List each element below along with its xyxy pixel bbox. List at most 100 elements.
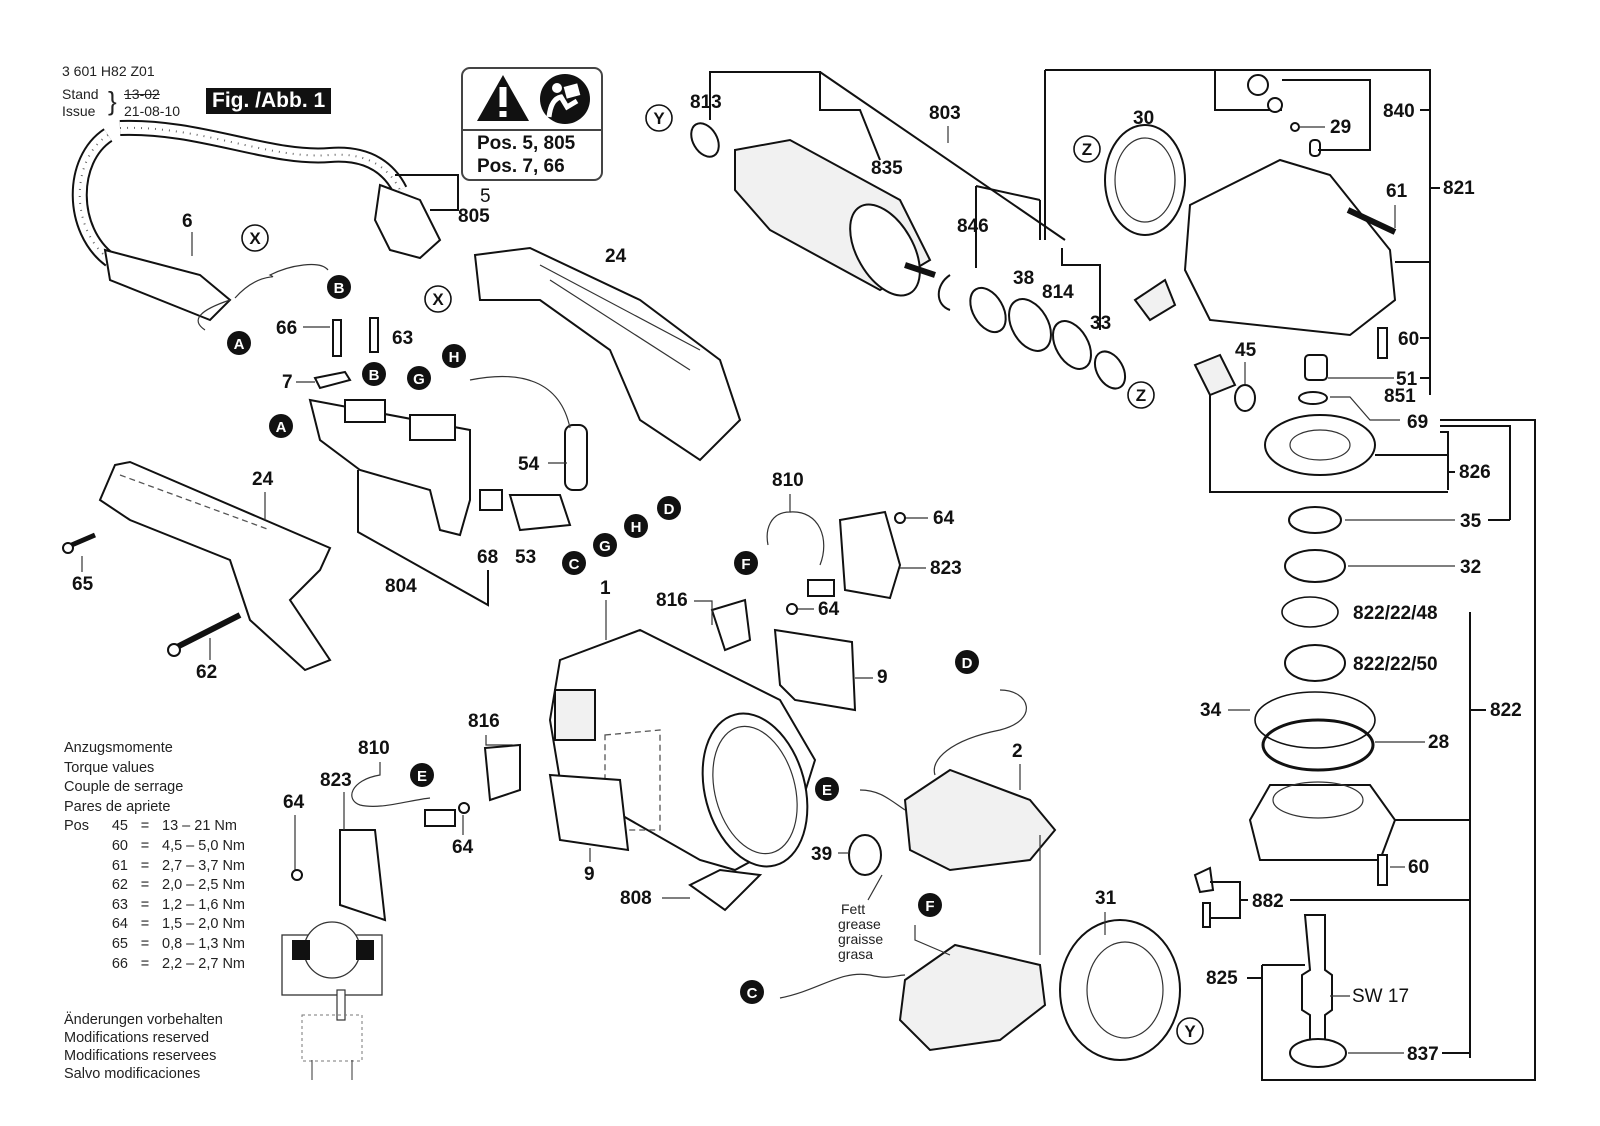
torque-pos: 65 bbox=[111, 935, 128, 952]
label-846: 846 bbox=[957, 216, 989, 237]
svg-text:G: G bbox=[599, 538, 611, 555]
bearing-flange bbox=[1248, 784, 1397, 861]
equals: = bbox=[140, 955, 150, 972]
label-9-bottom: 9 bbox=[584, 864, 595, 885]
handle-lower bbox=[98, 460, 332, 672]
part-number: 3 601 H82 Z01 bbox=[62, 63, 155, 79]
label-814: 814 bbox=[1042, 282, 1074, 303]
label-823-bottom: 823 bbox=[320, 770, 352, 791]
label-823-top: 823 bbox=[930, 558, 962, 579]
label-68: 68 bbox=[477, 547, 498, 568]
sleeve-51 bbox=[1304, 354, 1328, 381]
connector-B-2: B bbox=[362, 362, 386, 386]
lock-pin bbox=[1309, 139, 1321, 157]
connector-X-1: X bbox=[241, 224, 269, 252]
torque-pos: 62 bbox=[111, 877, 128, 894]
warning-icons bbox=[463, 69, 601, 131]
connector-C-1: C bbox=[562, 551, 586, 575]
label-810-bottom: 810 bbox=[358, 738, 390, 759]
grease-note-fr: graisse bbox=[838, 931, 883, 947]
screw-64-top bbox=[894, 512, 906, 524]
label-835: 835 bbox=[871, 158, 903, 179]
label-825: 825 bbox=[1206, 968, 1238, 989]
svg-text:D: D bbox=[664, 501, 675, 518]
grease-note-de: Fett bbox=[841, 901, 865, 917]
brace: } bbox=[108, 86, 117, 116]
label-53: 53 bbox=[515, 547, 536, 568]
label-851: 851 bbox=[1384, 386, 1416, 407]
equals: = bbox=[140, 896, 150, 913]
connector-D-1: D bbox=[657, 496, 681, 520]
screw-64-bottom bbox=[458, 802, 470, 814]
label-64-bottom: 64 bbox=[452, 837, 474, 858]
label-816-bottom: 816 bbox=[468, 711, 500, 732]
label-6: 6 bbox=[182, 211, 193, 232]
warning-pos-line-1: Pos. 5, 805 bbox=[477, 133, 576, 154]
cover-plate-7 bbox=[313, 370, 352, 390]
screw-64-mid bbox=[786, 603, 798, 615]
svg-text:D: D bbox=[962, 655, 973, 672]
end-cover-31 bbox=[1059, 919, 1181, 1061]
label-62: 62 bbox=[196, 662, 217, 683]
label-837: 837 bbox=[1407, 1044, 1439, 1065]
torque-row: 60=4,5 – 5,0 Nm bbox=[64, 837, 245, 857]
torque-value: 2,7 – 3,7 Nm bbox=[162, 857, 246, 874]
mod-fr: Modifications reservees bbox=[64, 1048, 217, 1064]
plug bbox=[373, 183, 442, 260]
equals: = bbox=[140, 818, 150, 835]
label-805: 805 bbox=[458, 206, 490, 227]
issue-date: 21-08-10 bbox=[124, 103, 181, 119]
connector-H-1: H bbox=[442, 344, 466, 368]
svg-text:E: E bbox=[822, 782, 832, 799]
screw-882 bbox=[1202, 902, 1211, 928]
washer-846 bbox=[969, 286, 1007, 334]
svg-text:B: B bbox=[334, 280, 345, 297]
mod-es: Salvo modificaciones bbox=[64, 1066, 201, 1082]
label-45: 45 bbox=[1235, 340, 1257, 361]
bearing-814 bbox=[1052, 320, 1092, 370]
screw-63 bbox=[369, 317, 379, 353]
lock-lever-882 bbox=[1193, 866, 1215, 894]
label-30: 30 bbox=[1133, 108, 1154, 129]
connector-Y-2: Y bbox=[1176, 1017, 1204, 1045]
svg-text:Y: Y bbox=[653, 109, 665, 128]
label-804: 804 bbox=[385, 576, 417, 597]
old-date: 13-02 bbox=[124, 86, 160, 102]
label-816-top: 816 bbox=[656, 590, 688, 611]
screw-60-top bbox=[1377, 327, 1388, 359]
mod-de: Änderungen vorbehalten bbox=[64, 1012, 223, 1028]
oring-28 bbox=[1261, 718, 1375, 772]
label-65: 65 bbox=[72, 574, 94, 595]
gear-housing bbox=[1183, 158, 1397, 337]
label-28: 28 bbox=[1428, 732, 1449, 753]
connector-F-2: F bbox=[918, 893, 942, 917]
armature bbox=[734, 138, 936, 297]
connector-E-1: E bbox=[410, 763, 434, 787]
torque-pos: 45 bbox=[111, 818, 128, 835]
protective-ring-34 bbox=[1254, 691, 1376, 749]
label-51: 51 bbox=[1396, 369, 1418, 390]
nameplate-9-top bbox=[773, 628, 857, 712]
svg-text:Z: Z bbox=[1082, 140, 1092, 159]
connector-B-1: B bbox=[327, 275, 351, 299]
wrench-size-label: SW 17 bbox=[1352, 986, 1409, 1007]
label-61: 61 bbox=[1386, 181, 1408, 202]
svg-text:C: C bbox=[569, 556, 580, 573]
equals: = bbox=[140, 916, 150, 933]
torque-row: 63=1,2 – 1,6 Nm bbox=[64, 896, 245, 916]
warning-triangle-icon bbox=[477, 75, 529, 121]
label-803: 803 bbox=[929, 103, 961, 124]
bevel-pinion-30 bbox=[1104, 124, 1186, 236]
label-33: 33 bbox=[1090, 313, 1111, 334]
cord-sleeve bbox=[103, 248, 232, 322]
grease-note-es: grasa bbox=[838, 946, 873, 962]
svg-text:F: F bbox=[741, 556, 750, 573]
spindle-lock-cap bbox=[1247, 74, 1269, 96]
torque-pos: 66 bbox=[111, 955, 128, 972]
connector-H-2: H bbox=[624, 514, 648, 538]
label-5: 5 bbox=[480, 186, 491, 207]
spindle-825 bbox=[1301, 914, 1333, 1041]
svg-text:H: H bbox=[449, 349, 460, 366]
